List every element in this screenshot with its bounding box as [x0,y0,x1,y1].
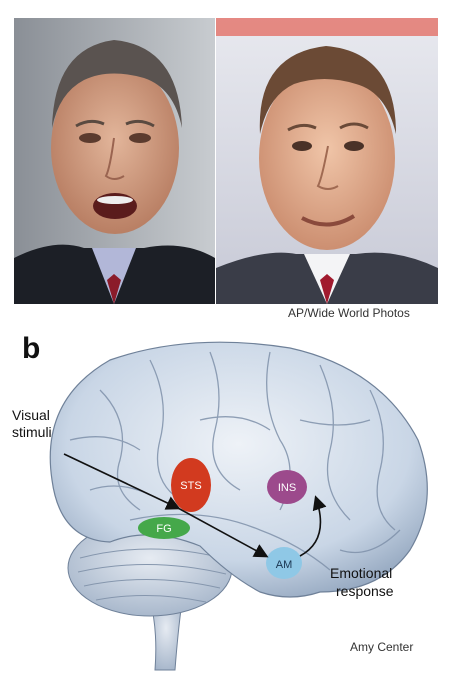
emotional-response-label-line2: response [336,583,394,599]
fg-label: FG [156,523,171,535]
visual-stimuli-label-line1: Visual [12,407,50,423]
panel-b-letter: b [22,332,41,365]
emotional-response-arrow [299,495,327,557]
am-label: AM [276,559,293,571]
am-region [266,547,302,579]
ins-region [267,470,307,504]
ins-label: INS [278,482,296,494]
photo-left-portrait [14,18,215,304]
amygdala-arrow [177,507,269,558]
photo-right-portrait [216,18,438,304]
illustration-credit: Amy Center [350,640,414,654]
sts-label: STS [180,480,201,492]
emotional-response-label-line1: Emotional [330,565,392,581]
brain-stem [149,599,183,671]
brain-diagram: FG STS INS AM Visual stimuli Emotional r… [0,330,453,685]
fg-region [138,517,190,539]
visual-stimuli-label-line2: stimuli [12,424,52,440]
photo-credit: AP/Wide World Photos [288,306,410,320]
sts-region [171,458,211,512]
visual-stimuli-arrow [63,453,181,510]
